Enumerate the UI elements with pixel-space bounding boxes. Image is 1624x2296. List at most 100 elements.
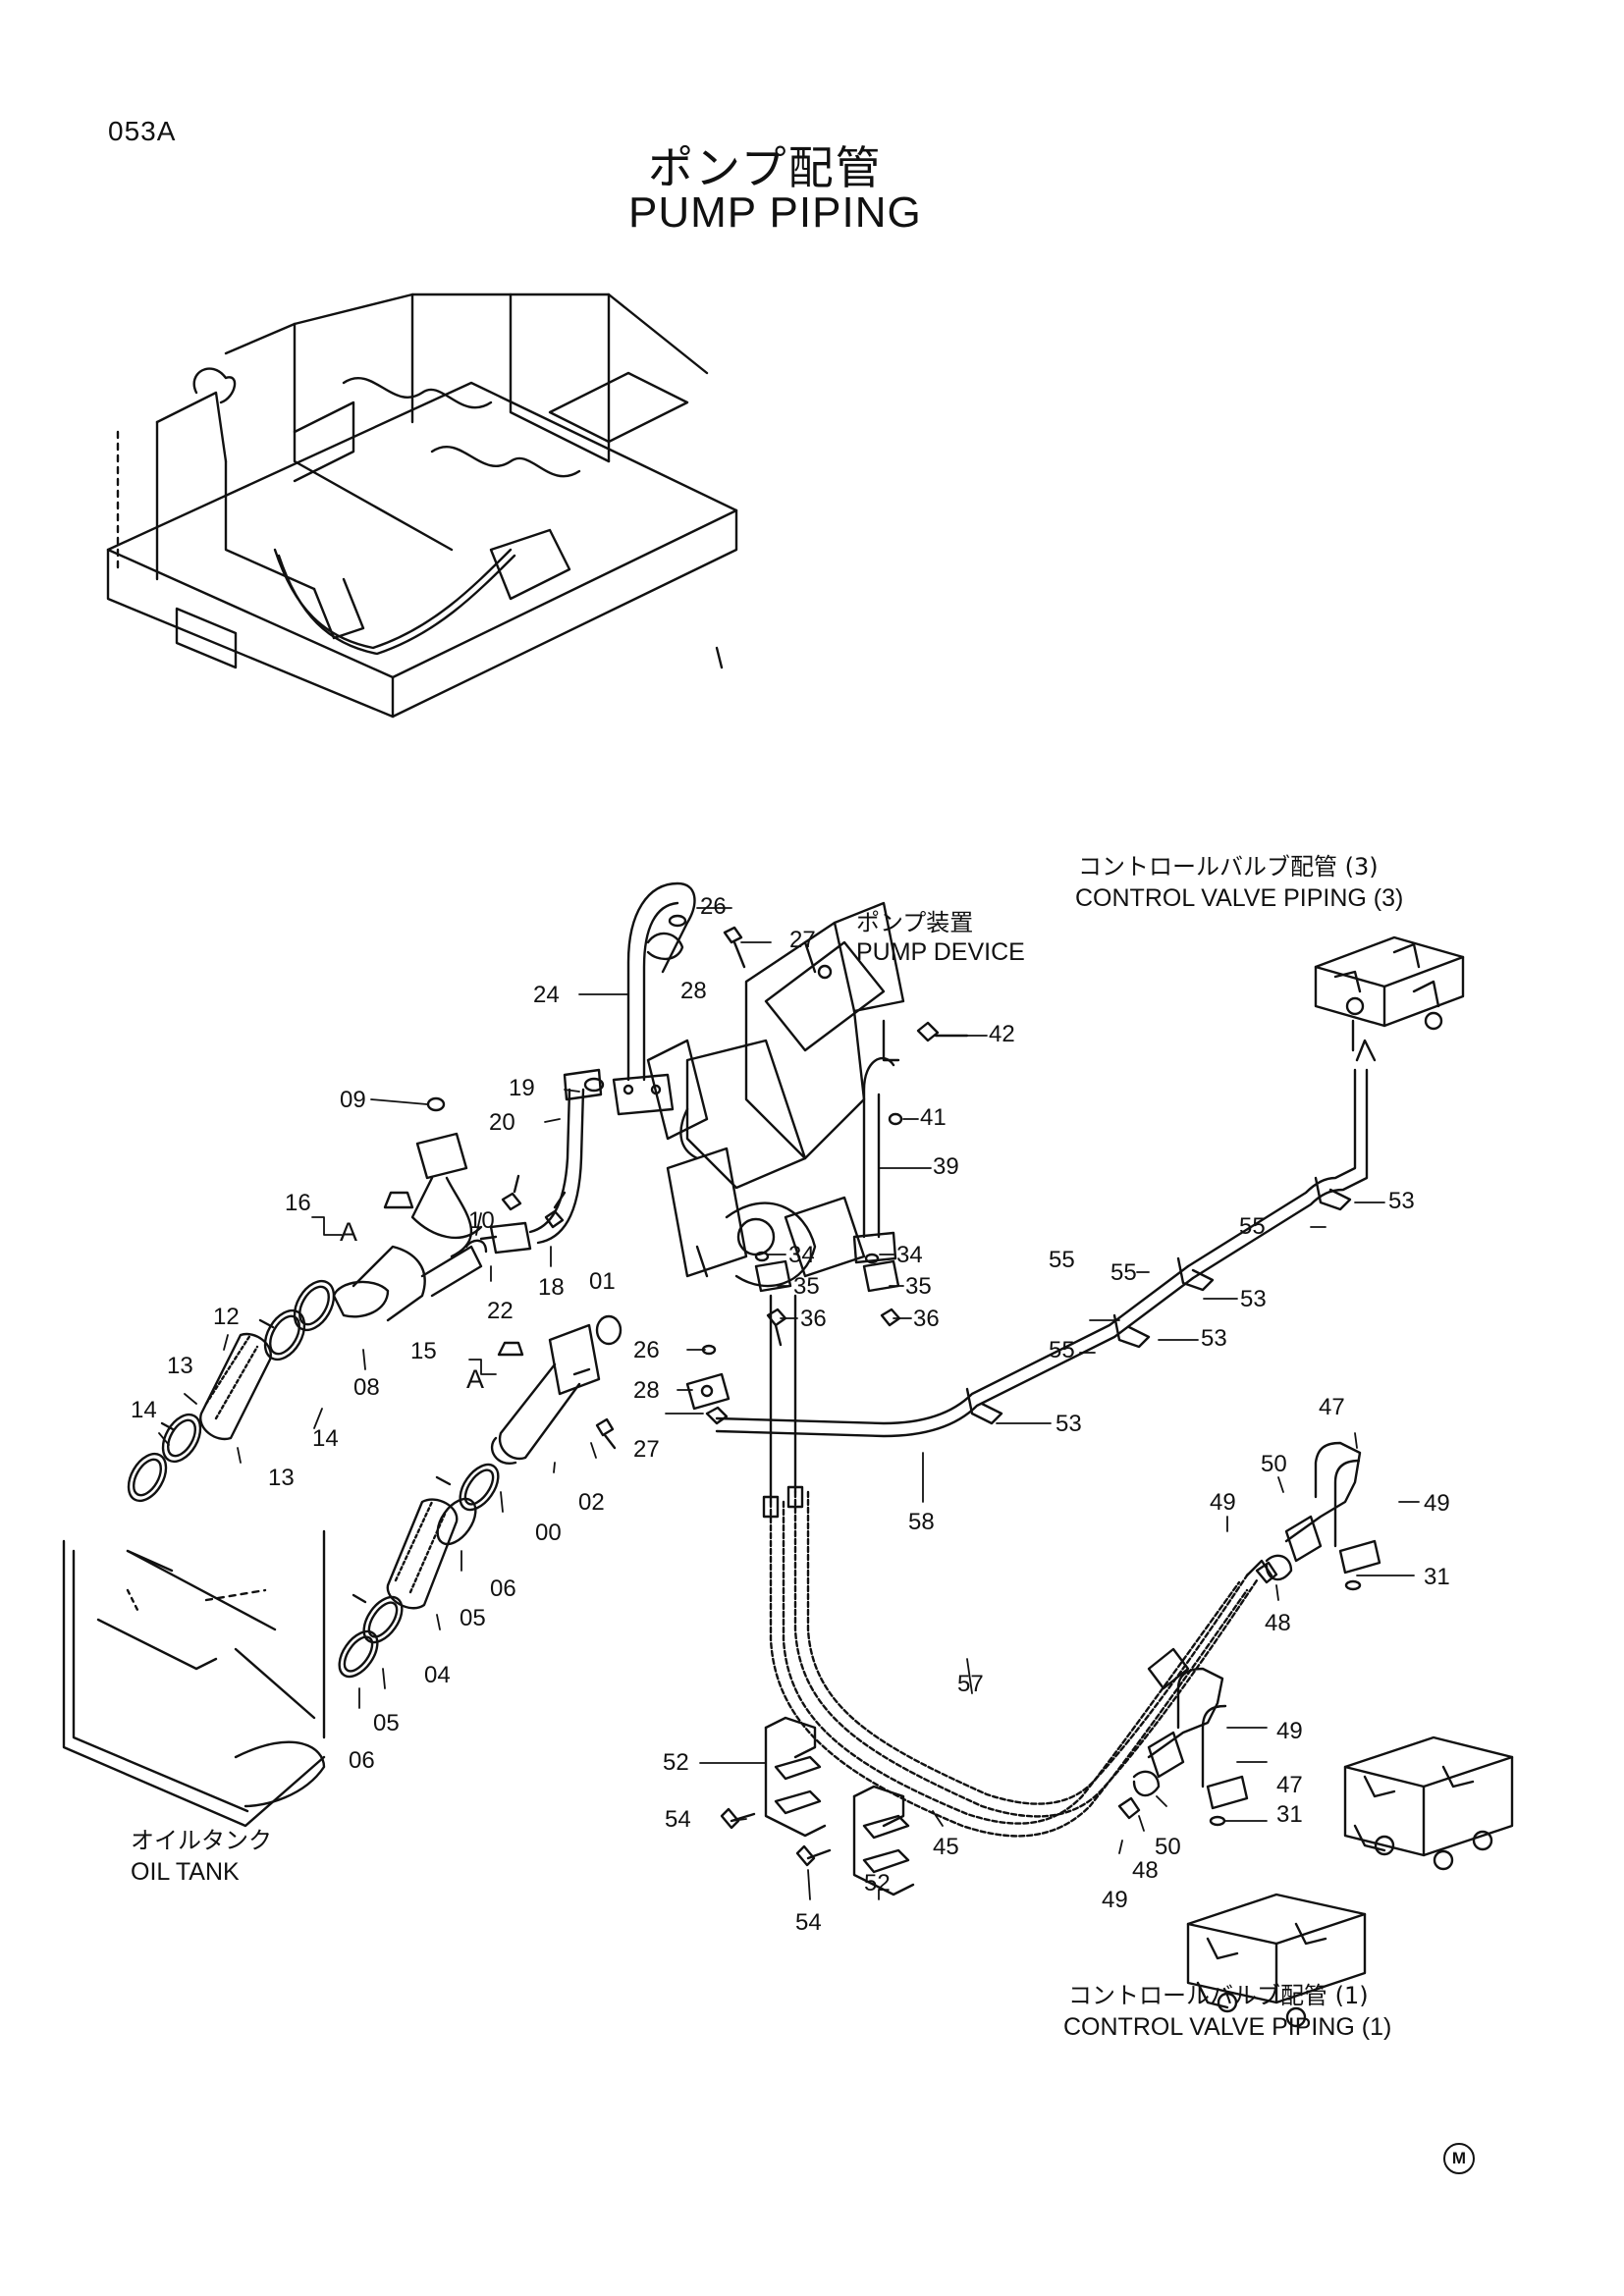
part-number-57: 57 [957, 1671, 984, 1697]
part-number-42: 42 [989, 1021, 1015, 1047]
part-number-41: 41 [920, 1104, 947, 1131]
part-number-05: 05 [460, 1605, 486, 1631]
part-number-15: 15 [410, 1338, 437, 1364]
part-number-53: 53 [1240, 1286, 1267, 1312]
part-number-18: 18 [538, 1274, 565, 1301]
part-number-13: 13 [167, 1353, 193, 1379]
part-number-14: 14 [131, 1397, 157, 1423]
clamps-05-06 [338, 1463, 500, 1679]
part-number-06: 06 [349, 1747, 375, 1774]
part-number-47: 47 [1276, 1772, 1303, 1798]
part-number-50: 50 [1261, 1451, 1287, 1477]
part-number-36: 36 [913, 1306, 940, 1332]
part-number-54: 54 [665, 1806, 691, 1833]
part-number-39: 39 [933, 1153, 959, 1180]
part-number-10: 10 [468, 1207, 495, 1234]
part-number-09: 09 [340, 1087, 366, 1113]
part-number-19: 19 [509, 1075, 535, 1101]
part-number-02: 02 [578, 1489, 605, 1516]
page-code: 053A [108, 116, 177, 146]
hose-04 [386, 1498, 459, 1610]
hose-12 [199, 1332, 272, 1441]
brackets-52 [764, 1716, 915, 1896]
part-number-50: 50 [1155, 1834, 1181, 1860]
part-number-45: 45 [933, 1834, 959, 1860]
oil-tank-label: OIL TANK [131, 1858, 240, 1886]
part-number-31: 31 [1424, 1564, 1450, 1590]
pipe-18 [479, 1068, 603, 1255]
part-number-48: 48 [1265, 1610, 1291, 1636]
detail-a-marker-lower: A [466, 1364, 485, 1394]
pipe-47-lower [1117, 1667, 1249, 1827]
part-number-36: 36 [800, 1306, 827, 1332]
control-valve-3-drawing [1314, 935, 1465, 1052]
part-number-24: 24 [533, 982, 560, 1008]
part-number-27: 27 [789, 927, 816, 953]
part-number-06: 06 [490, 1575, 516, 1602]
pump-device-label-jp: ポンプ装置 [856, 909, 974, 936]
detail-a-marker-upper: A [340, 1217, 358, 1247]
part-number-53: 53 [1388, 1188, 1415, 1214]
oil-tank-label-jp: オイルタンク [131, 1827, 272, 1854]
part-number-20: 20 [489, 1109, 515, 1136]
part-number-22: 22 [487, 1298, 514, 1324]
part-number-47: 47 [1319, 1394, 1345, 1420]
suction-pipe-00 [490, 1323, 601, 1465]
control-valve-1-drawing [1186, 1893, 1367, 2028]
part-number-05: 05 [373, 1710, 400, 1736]
part-number-08: 08 [353, 1374, 380, 1401]
page-title-japanese: ポンプ配管 [648, 141, 883, 194]
hoses-45-57 [762, 1294, 1273, 1838]
clamps-13-14 [127, 1279, 336, 1503]
part-number-28: 28 [680, 978, 707, 1004]
control-valve-piping-1-label-jp: コントロールバルブ配管 (1) [1068, 1982, 1369, 2009]
control-valve-right-drawing [1343, 1735, 1514, 1871]
part-number-53: 53 [1201, 1325, 1227, 1352]
part-number-14: 14 [312, 1425, 339, 1452]
part-number-34: 34 [896, 1242, 923, 1268]
suction-pipe-08 [332, 1132, 488, 1322]
part-number-13: 13 [268, 1465, 295, 1491]
part-number-55: 55 [1239, 1213, 1266, 1240]
leader-lines [158, 907, 1420, 1900]
overview-machine-frame [106, 293, 738, 719]
manufacturer-mark: M [1443, 2143, 1475, 2174]
control-valve-piping-1-label: CONTROL VALVE PIPING (1) [1063, 2013, 1392, 2041]
pipe-24 [612, 881, 696, 1116]
part-number-01: 01 [589, 1268, 616, 1295]
part-number-55: 55 [1110, 1259, 1137, 1286]
part-number-00: 00 [535, 1520, 562, 1546]
part-number-28: 28 [633, 1377, 660, 1404]
pump-device-label: PUMP DEVICE [856, 938, 1025, 966]
part-number-16: 16 [285, 1190, 311, 1216]
part-number-04: 04 [424, 1662, 451, 1688]
oil-tank-drawing [62, 1529, 326, 1828]
control-valve-piping-3-label-jp: コントロールバルブ配管 (3) [1078, 853, 1379, 881]
part-number-12: 12 [213, 1304, 240, 1330]
part-number-49: 49 [1102, 1887, 1128, 1913]
part-number-49: 49 [1210, 1489, 1236, 1516]
part-number-26: 26 [633, 1337, 660, 1363]
part-number-49: 49 [1276, 1718, 1303, 1744]
pipe-58 [715, 1039, 1377, 1438]
part-number-53: 53 [1056, 1411, 1082, 1437]
pipe-39 [852, 1019, 903, 1264]
pump-device-drawing [646, 901, 905, 1288]
pipe-47-upper [1255, 1441, 1381, 1591]
pipe-clamps-53 [965, 1176, 1352, 1425]
part-number-54: 54 [795, 1909, 822, 1936]
part-number-31: 31 [1276, 1801, 1303, 1828]
part-number-48: 48 [1132, 1857, 1159, 1884]
page-title: PUMP PIPING [628, 188, 922, 237]
part-number-58: 58 [908, 1509, 935, 1535]
control-valve-piping-3-label: CONTROL VALVE PIPING (3) [1075, 884, 1404, 912]
part-number-26: 26 [700, 893, 727, 920]
part-number-49: 49 [1424, 1490, 1450, 1517]
part-number-55: 55 [1049, 1247, 1075, 1273]
part-number-35: 35 [905, 1273, 932, 1300]
part-number-52: 52 [663, 1749, 689, 1776]
bolts-54 [720, 1807, 832, 1867]
part-number-34: 34 [788, 1242, 815, 1268]
part-number-52: 52 [864, 1870, 891, 1896]
